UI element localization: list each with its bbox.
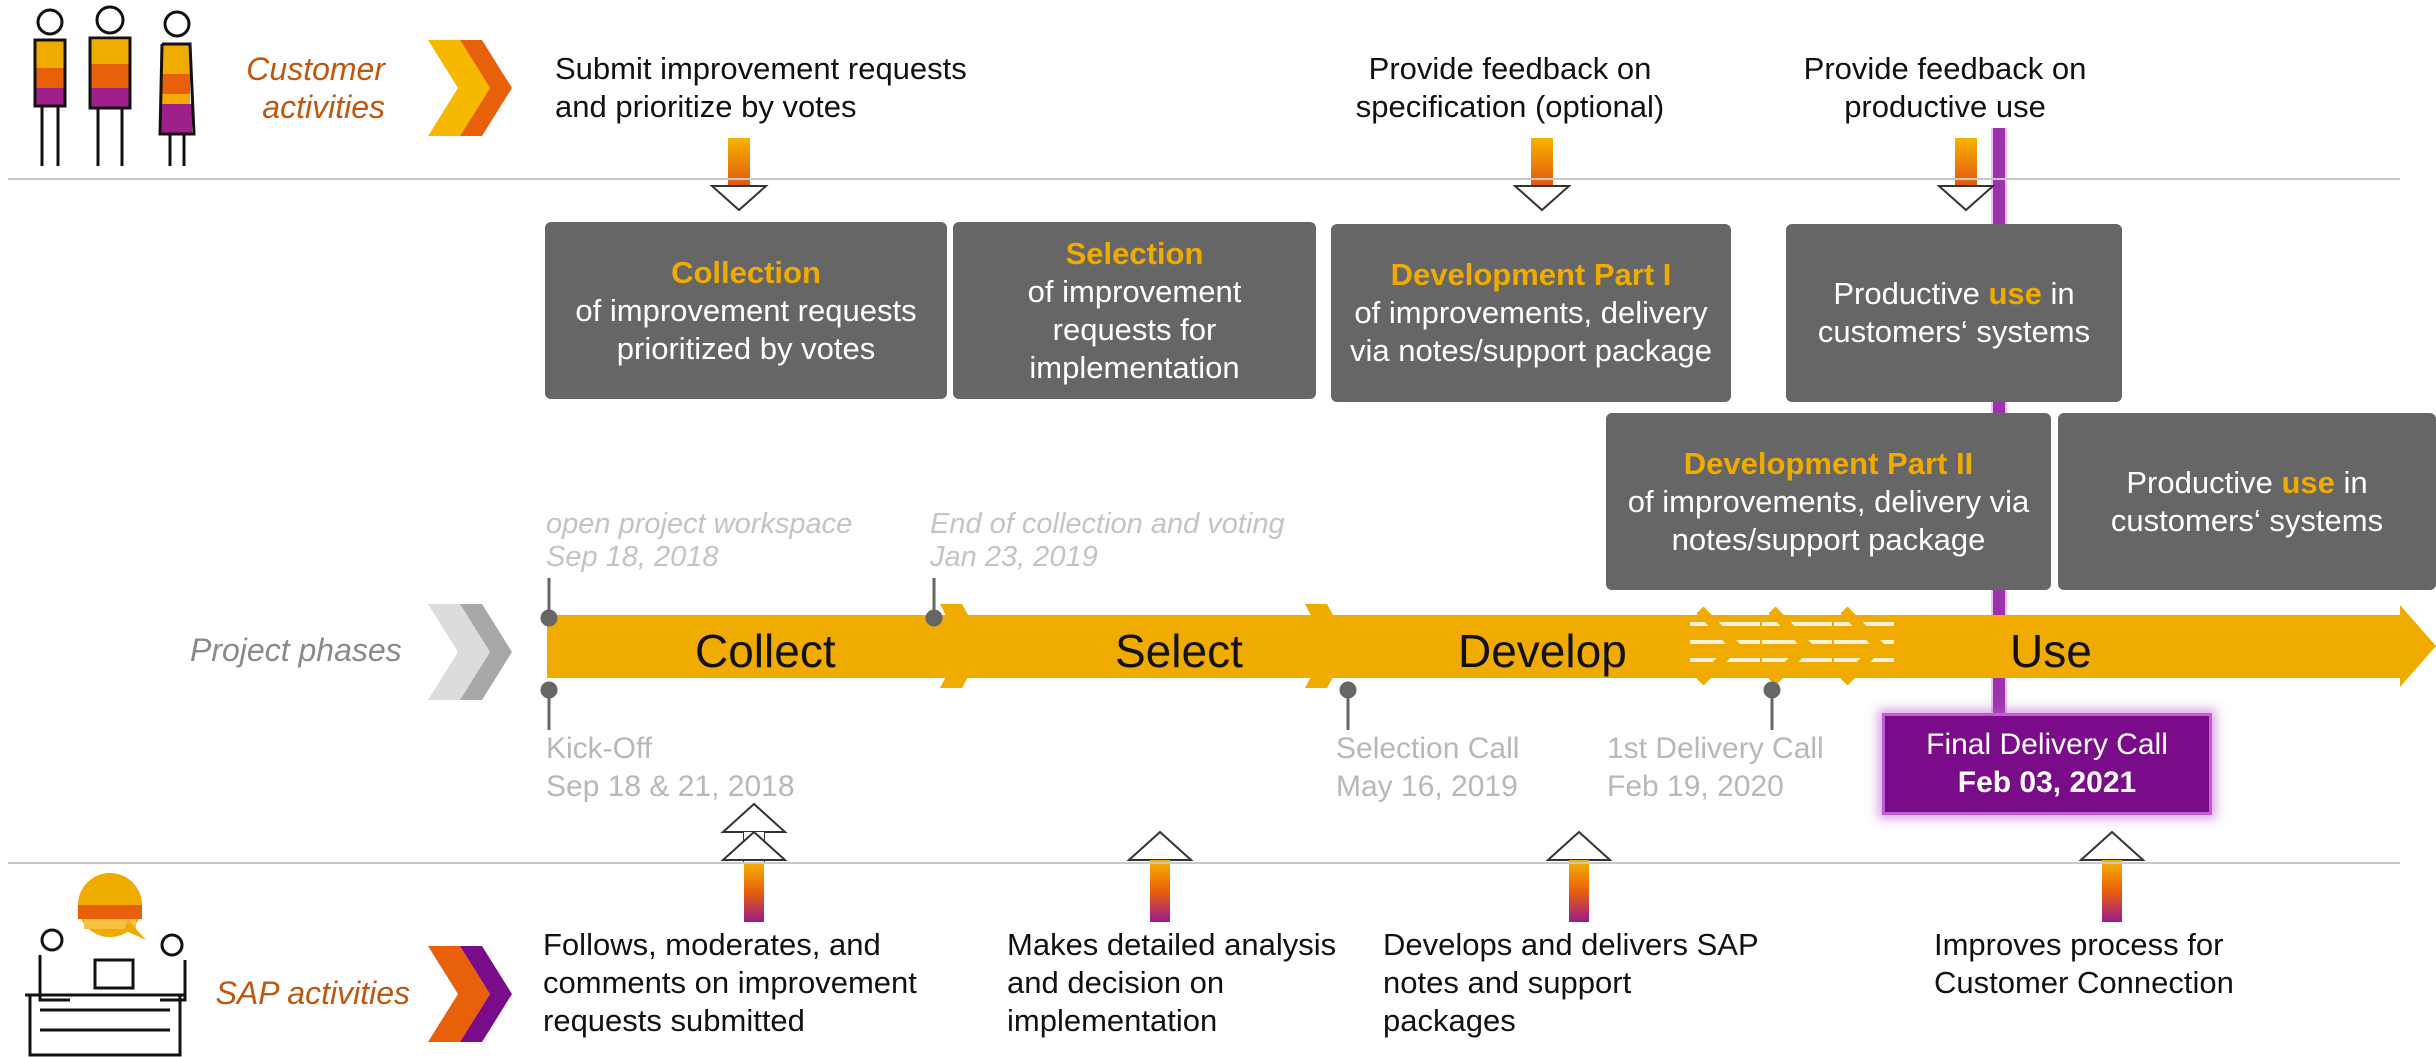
box-heading: Collection — [671, 254, 821, 290]
final-delivery-label: Final Delivery Call — [1926, 728, 2168, 761]
box-text: of improvement requests for implementati… — [1027, 273, 1242, 385]
lane-separator — [8, 862, 2400, 864]
sap-activity: Improves process for Customer Connection — [1934, 927, 2234, 1000]
down-arrow-icon — [709, 138, 769, 212]
final-delivery-call-box: Final Delivery Call Feb 03, 2021 — [1882, 713, 2212, 815]
phase-develop: Develop — [1458, 625, 1627, 677]
up-arrow-icon — [1126, 830, 1194, 922]
collection-box: Collection of improvement requests prior… — [545, 222, 947, 399]
box-heading: Selection — [1065, 235, 1204, 271]
lane-label-project: Project phases — [190, 632, 402, 668]
box-text: of improvement requests prioritized by v… — [575, 292, 917, 366]
sap-activity: Follows, moderates, and comments on impr… — [543, 927, 917, 1038]
productive-use-box-1: Productive use in customers‘ systems — [1786, 224, 2122, 402]
customer-people-icon — [33, 5, 196, 166]
selection-box: Selection of improvement requests for im… — [953, 222, 1316, 399]
phase-collect: Collect — [695, 625, 836, 677]
down-arrow-icon — [1936, 138, 1996, 212]
box-text: Productive use in customers‘ systems — [1817, 276, 2091, 349]
customer-activity: Submit improvement requests and prioriti… — [555, 51, 967, 124]
final-delivery-date: Feb 03, 2021 — [1957, 766, 2137, 799]
chevron-orange-icon — [428, 40, 512, 136]
phase-select: Select — [1115, 625, 1243, 677]
box-text: Productive use in customers‘ systems — [2110, 464, 2384, 538]
timeline-bar — [547, 604, 2436, 688]
up-arrow-icon — [2078, 830, 2146, 922]
customer-activity: Provide feedback on productive use — [1803, 51, 2087, 124]
customer-activity: Provide feedback on specification (optio… — [1355, 51, 1665, 124]
phase-use: Use — [2010, 625, 2092, 677]
chevron-purple-icon — [428, 946, 512, 1042]
sap-meeting-icon — [25, 873, 187, 1057]
sap-activity: Makes detailed analysis and decision on … — [1007, 927, 1337, 1038]
box-heading: Development Part II — [1683, 445, 1974, 481]
up-arrow-icon — [1545, 830, 1613, 922]
chevron-gray-icon — [428, 604, 512, 700]
down-arrow-icon — [1512, 138, 1572, 212]
box-text: of improvements, delivery via notes/supp… — [1627, 483, 2030, 557]
lane-label-customer: Customer activities — [246, 51, 385, 125]
lane-separator — [8, 178, 2400, 180]
development-part-1-box: Development Part I of improvements, deli… — [1331, 224, 1731, 402]
productive-use-box-2: Productive use in customers‘ systems — [2058, 413, 2436, 590]
box-text: of improvements, delivery via notes/supp… — [1350, 295, 1712, 368]
lane-label-sap: SAP activities — [215, 975, 410, 1011]
box-heading: Development Part I — [1390, 257, 1672, 292]
development-part-2-box: Development Part II of improvements, del… — [1606, 413, 2051, 590]
sap-activity: Develops and delivers SAP notes and supp… — [1383, 927, 1759, 1038]
